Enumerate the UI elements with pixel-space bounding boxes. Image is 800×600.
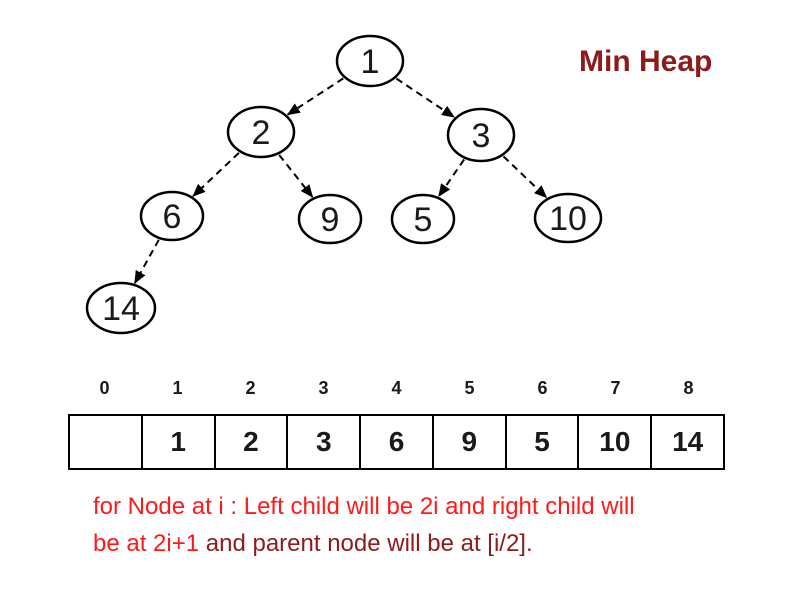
array-cell: 1 bbox=[140, 416, 214, 468]
array-index-label: 6 bbox=[537, 378, 548, 398]
tree-edge-3-to-10 bbox=[502, 155, 548, 199]
tree-node-9 bbox=[297, 193, 363, 245]
tree-node-label-10: 10 bbox=[549, 200, 587, 238]
tree-edges bbox=[133, 77, 548, 284]
array-cell bbox=[70, 416, 141, 468]
tree-node-14 bbox=[85, 281, 157, 335]
caption-line2-red-part: be at 2i+1 bbox=[93, 530, 200, 557]
array-index-label: 5 bbox=[464, 378, 475, 398]
tree-node-10 bbox=[533, 192, 603, 244]
tree-edge-1-to-2 bbox=[286, 77, 344, 116]
array-cell: 14 bbox=[650, 416, 723, 468]
min-heap-heading: Min Heap bbox=[579, 45, 713, 78]
array-index-label: 3 bbox=[318, 378, 329, 398]
array-index-label: 7 bbox=[610, 378, 621, 398]
tree-edge-2-to-6 bbox=[192, 152, 240, 197]
tree-node-label-9: 9 bbox=[321, 201, 340, 239]
index-formula-caption: for Node at i : Left child will be 2i an… bbox=[93, 488, 635, 562]
tree-node-1 bbox=[335, 34, 405, 88]
array-index-label: 1 bbox=[172, 378, 183, 398]
tree-edge-2-to-9 bbox=[278, 154, 314, 198]
array-index-label: 8 bbox=[683, 378, 694, 398]
caption-line2: be at 2i+1 and parent node will be at [i… bbox=[93, 525, 635, 562]
array-cell: 2 bbox=[213, 416, 287, 468]
array-index-label: 0 bbox=[99, 378, 110, 398]
tree-node-label-14: 14 bbox=[102, 290, 140, 328]
array-cell: 10 bbox=[577, 416, 650, 468]
tree-node-2 bbox=[226, 105, 296, 159]
array-cell: 5 bbox=[504, 416, 578, 468]
tree-edge-6-to-14 bbox=[133, 239, 160, 284]
tree-node-label-6: 6 bbox=[163, 198, 182, 236]
tree-node-label-2: 2 bbox=[252, 114, 271, 152]
tree-node-3 bbox=[446, 107, 516, 163]
tree-node-label-1: 1 bbox=[361, 43, 380, 81]
tree-edge-1-to-3 bbox=[395, 77, 455, 118]
caption-line2-dark-part: and parent node will be at [i/2]. bbox=[199, 530, 533, 557]
tree-nodes: 1 2 3 6 9 5 10 14 bbox=[85, 34, 603, 335]
tree-edge-3-to-5 bbox=[437, 158, 465, 198]
array-index-label: 2 bbox=[245, 378, 256, 398]
array-index-row: 0 1 2 3 4 5 6 7 8 bbox=[68, 378, 725, 398]
array-index-label: 4 bbox=[391, 378, 402, 398]
caption-line1: for Node at i : Left child will be 2i an… bbox=[93, 493, 635, 520]
tree-node-6 bbox=[139, 190, 205, 242]
array-cell: 3 bbox=[286, 416, 359, 468]
heap-array: 1 2 3 6 9 5 10 14 bbox=[68, 414, 725, 470]
tree-node-5 bbox=[390, 193, 456, 245]
array-cell: 9 bbox=[431, 416, 505, 468]
tree-node-label-3: 3 bbox=[472, 117, 491, 155]
array-cell: 6 bbox=[359, 416, 432, 468]
tree-node-label-5: 5 bbox=[414, 201, 433, 239]
